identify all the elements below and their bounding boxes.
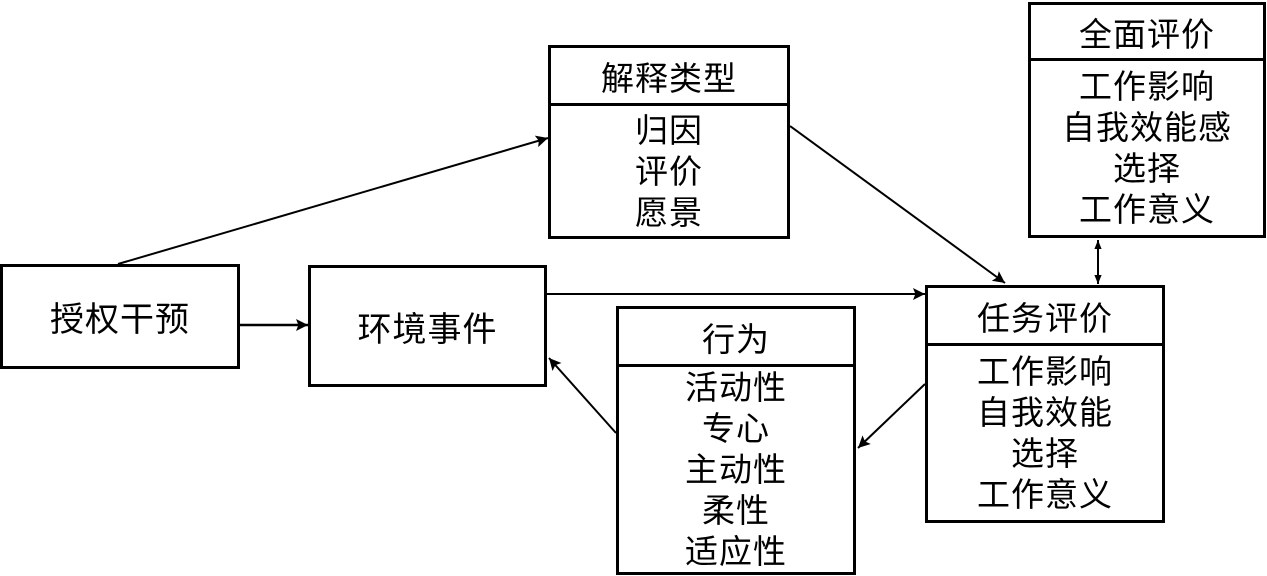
node-env-label: 环境事件	[357, 309, 498, 350]
node-env: 环境事件	[308, 265, 547, 387]
list-item: 专心	[702, 409, 770, 448]
list-item: 自我效能感	[1062, 108, 1232, 147]
list-item: 工作意义	[977, 475, 1113, 514]
list-item: 选择	[1113, 149, 1181, 188]
node-task-title: 任务评价	[928, 288, 1162, 346]
node-behavior: 行为 活动性 专心 主动性 柔性 适应性	[616, 306, 856, 575]
list-item: 选择	[1011, 434, 1079, 473]
list-item: 自我效能	[977, 393, 1113, 432]
node-empower-label: 授权干预	[50, 300, 190, 340]
node-interp: 解释类型 归因 评价 愿景	[548, 45, 790, 239]
arrow-interp-to-task	[789, 125, 1006, 284]
list-item: 工作影响	[1079, 67, 1215, 106]
list-item: 工作意义	[1079, 190, 1215, 229]
list-item: 主动性	[685, 450, 787, 489]
list-item: 愿景	[635, 192, 703, 232]
node-empower: 授权干预	[0, 264, 240, 369]
node-interp-items: 归因 评价 愿景	[551, 106, 787, 236]
node-behavior-title: 行为	[619, 309, 853, 367]
node-task-items: 工作影响 自我效能 选择 工作意义	[928, 346, 1162, 520]
list-item: 活动性	[685, 368, 787, 407]
node-global: 全面评价 工作影响 自我效能感 选择 工作意义	[1028, 2, 1266, 238]
arrow-empower-to-interp	[117, 135, 549, 265]
arrow-task-to-behavior	[857, 383, 926, 449]
node-global-items: 工作影响 自我效能感 选择 工作意义	[1031, 61, 1263, 235]
node-behavior-items: 活动性 专心 主动性 柔性 适应性	[619, 367, 853, 572]
node-interp-title: 解释类型	[551, 48, 787, 106]
list-item: 工作影响	[977, 352, 1113, 391]
node-task: 任务评价 工作影响 自我效能 选择 工作意义	[925, 285, 1165, 523]
node-global-title: 全面评价	[1031, 5, 1263, 61]
arrow-behavior-to-env	[548, 357, 617, 434]
list-item: 柔性	[702, 491, 770, 530]
list-item: 归因	[635, 110, 703, 150]
list-item: 评价	[635, 151, 703, 191]
list-item: 适应性	[685, 532, 787, 571]
